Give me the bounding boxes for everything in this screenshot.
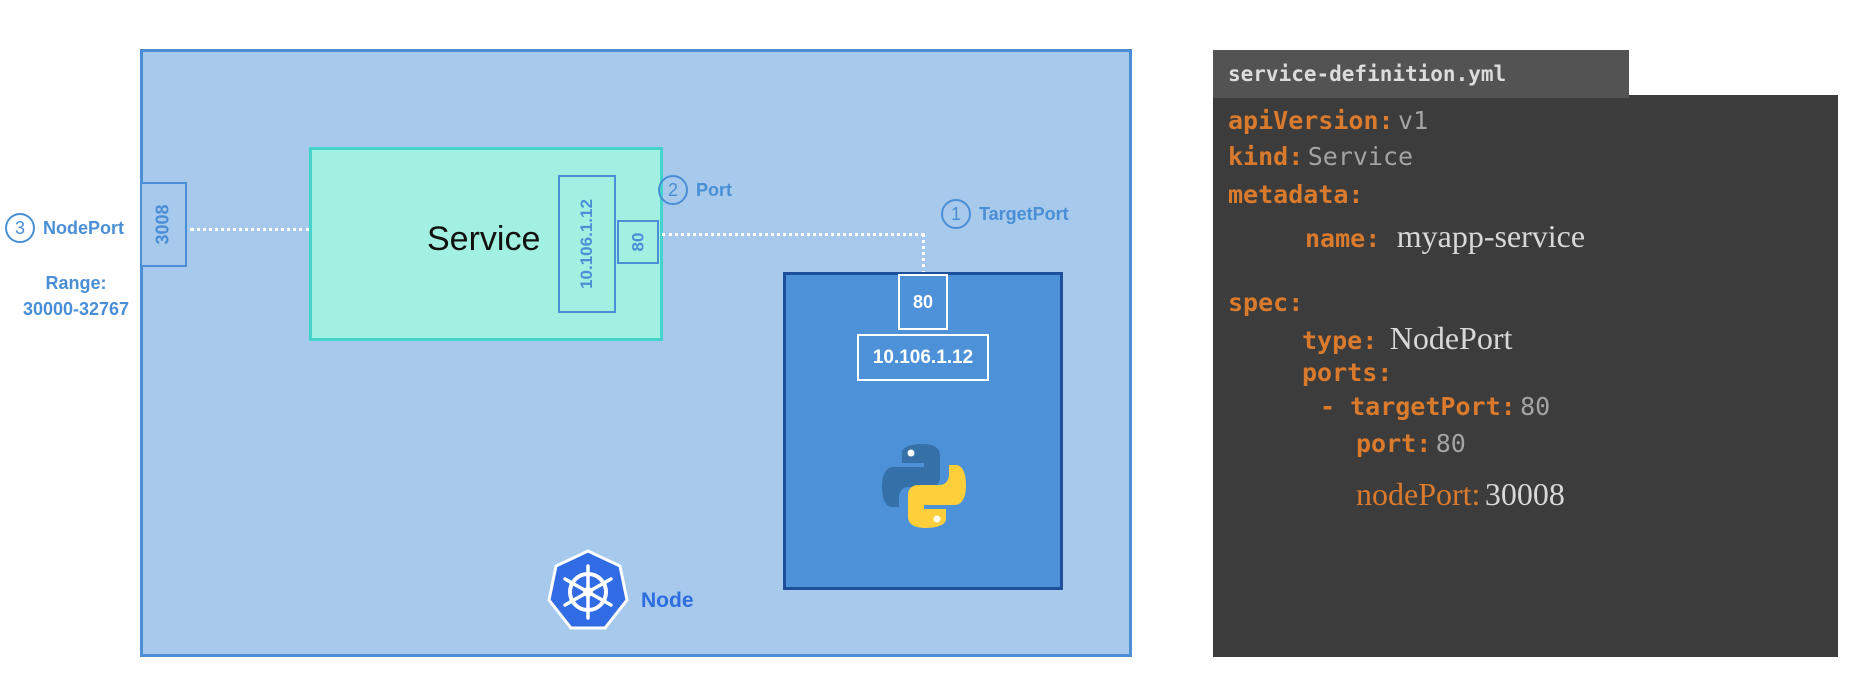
port-callout-label: Port xyxy=(696,179,732,200)
service-ip-box: 10.106.1.12 xyxy=(558,175,616,313)
nodeport-box: 3008 xyxy=(140,182,187,267)
port-callout-number: 2 xyxy=(658,175,688,205)
code-line-spec: spec: xyxy=(1228,288,1303,317)
port-value: 80 xyxy=(1435,429,1466,458)
code-line-targetport: - targetPort: 80 xyxy=(1320,392,1550,421)
spec-key: spec: xyxy=(1228,288,1304,317)
nodeport-service-link xyxy=(190,228,310,231)
service-port: 80 xyxy=(627,232,647,252)
code-line-nodeport: nodePort: 30008 xyxy=(1356,476,1565,513)
service-box xyxy=(309,147,663,341)
code-line-metadata: metadata: xyxy=(1228,180,1363,209)
targetport-callout: 1 TargetPort xyxy=(941,199,1069,229)
nodeport-callout-number: 3 xyxy=(5,213,35,243)
targetport-callout-label: TargetPort xyxy=(979,203,1069,224)
type-key: type: xyxy=(1302,326,1378,355)
service-ip: 10.106.1.12 xyxy=(577,199,596,289)
nodeport-value: 3008 xyxy=(152,204,173,245)
code-line-name: name: myapp-service xyxy=(1305,218,1585,255)
port-key: port: xyxy=(1356,429,1432,458)
service-pod-link-down xyxy=(922,233,925,275)
code-line-port: port: 80 xyxy=(1356,429,1466,458)
targetport-key: - targetPort: xyxy=(1320,392,1516,421)
apiversion-key: apiVersion: xyxy=(1228,106,1394,135)
service-title: Service xyxy=(427,220,541,258)
pod-ip-box: 10.106.1.12 xyxy=(857,334,989,381)
service-pod-link xyxy=(662,233,924,236)
range-value: 30000-32767 xyxy=(22,299,130,319)
name-key: name: xyxy=(1305,224,1381,253)
pod-box xyxy=(783,272,1063,590)
type-value: NodePort xyxy=(1389,320,1513,356)
node-label: Node xyxy=(641,589,694,612)
file-tab[interactable]: service-definition.yml xyxy=(1213,50,1629,98)
ports-key: ports: xyxy=(1302,358,1393,387)
name-value: myapp-service xyxy=(1396,218,1586,254)
apiversion-value: v1 xyxy=(1398,106,1429,135)
code-line-ports: ports: xyxy=(1302,358,1392,387)
pod-port: 80 xyxy=(912,291,934,312)
code-panel xyxy=(1213,95,1838,657)
kind-key: kind: xyxy=(1228,142,1304,171)
code-line-type: type: NodePort xyxy=(1302,320,1512,357)
targetport-value: 80 xyxy=(1520,392,1551,421)
python-icon xyxy=(882,444,966,528)
nodeport-callout-label: NodePort xyxy=(43,217,124,238)
pod-ip: 10.106.1.12 xyxy=(872,346,974,368)
metadata-key: metadata: xyxy=(1228,180,1364,209)
kind-value: Service xyxy=(1307,142,1414,171)
range-label: Range: xyxy=(45,273,107,293)
code-line-kind: kind: Service xyxy=(1228,142,1413,171)
pod-port-box: 80 xyxy=(898,274,948,330)
nodeport-range: Range: 30000-32767 xyxy=(0,270,152,322)
nodeport-code-value: 30008 xyxy=(1484,476,1565,512)
service-port-box: 80 xyxy=(617,220,659,264)
port-callout: 2 Port xyxy=(658,175,732,205)
kubernetes-icon xyxy=(547,549,629,630)
code-line-apiversion: apiVersion: v1 xyxy=(1228,106,1428,135)
targetport-callout-number: 1 xyxy=(941,199,971,229)
nodeport-callout: 3 NodePort xyxy=(5,213,124,243)
nodeport-key: nodePort: xyxy=(1356,476,1481,512)
file-tab-label: service-definition.yml xyxy=(1228,62,1507,86)
